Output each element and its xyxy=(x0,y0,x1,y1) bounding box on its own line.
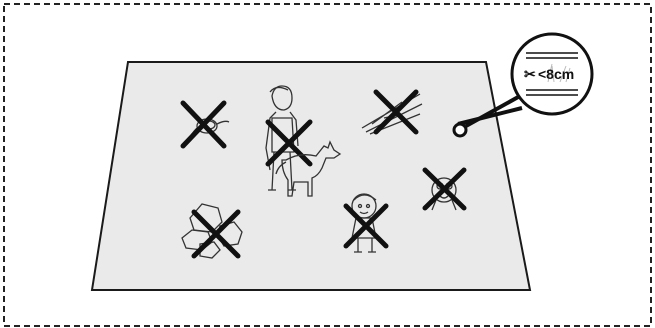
scissors-icon: ✂ xyxy=(524,66,536,82)
rope-obstacle xyxy=(180,100,230,149)
cross-mark xyxy=(373,89,419,135)
stones-obstacle xyxy=(181,203,243,259)
dashed-frame xyxy=(3,3,652,327)
branches-icon xyxy=(361,93,423,135)
cross-mark xyxy=(422,167,467,211)
cross-mark xyxy=(191,209,241,259)
cross-mark xyxy=(343,203,389,249)
cross-mark xyxy=(180,100,227,149)
grass-icon xyxy=(547,63,571,83)
dog-obstacle xyxy=(275,140,342,197)
cross-mark xyxy=(265,119,313,167)
height-limit-label: <8cm xyxy=(538,66,574,82)
height-callout: ✂ <8cm xyxy=(510,32,594,116)
small-object-obstacle xyxy=(422,167,467,211)
callout-pointer xyxy=(452,94,523,138)
callout-origin-marker xyxy=(452,122,468,138)
branches-obstacle xyxy=(361,89,423,135)
child-obstacle xyxy=(343,193,389,253)
lawn-area xyxy=(90,61,532,291)
dog-icon xyxy=(275,140,342,197)
child-icon xyxy=(351,193,377,253)
